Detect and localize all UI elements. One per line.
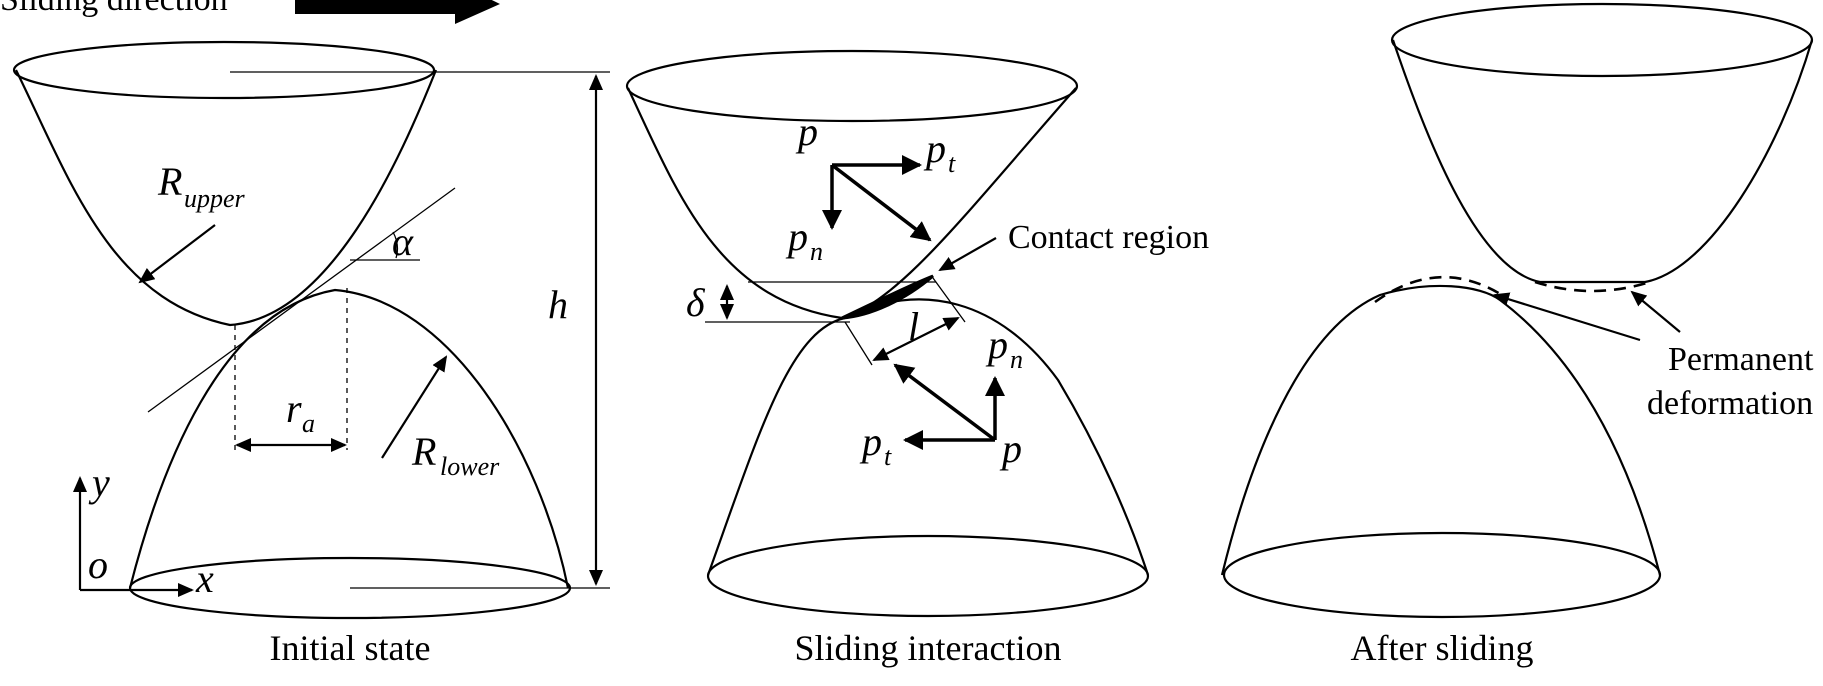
sliding-direction-indicator: Sliding direction — [0, 0, 500, 24]
lower-body-base-ellipse-2 — [706, 534, 1150, 618]
caption-after-sliding: After sliding — [1351, 628, 1534, 668]
alpha-arc — [392, 231, 399, 259]
panel-sliding-interaction: δ l p p t p n Contact region p n p t p S… — [625, 49, 1209, 668]
panel-initial-state: α R upper R lower r a h y o x Initial st… — [12, 40, 610, 668]
l-extension-right — [932, 277, 966, 323]
lower-p-symbol: p — [999, 426, 1022, 471]
deformation-pointer-lower — [1493, 292, 1641, 342]
lower-body-base-ellipse-3 — [1222, 531, 1662, 619]
ra-symbol: r — [286, 386, 302, 431]
x-axis-label: x — [195, 556, 214, 601]
upper-body-profile-3 — [1391, 39, 1814, 284]
sliding-direction-label: Sliding direction — [0, 0, 228, 18]
sliding-direction-arrow — [295, 0, 500, 24]
lower-pt-symbol: p — [859, 419, 882, 464]
contact-region-shape — [841, 274, 934, 320]
upper-pn-symbol: p — [785, 214, 808, 259]
lower-pt-subscript: t — [884, 442, 892, 471]
contact-region-label: Contact region — [1008, 219, 1209, 256]
panel-after-sliding: Permanent deformation After sliding — [1220, 2, 1814, 668]
delta-symbol: δ — [686, 280, 706, 325]
upper-pt-subscript: t — [948, 149, 956, 178]
upper-body-top-ellipse-3 — [1390, 2, 1814, 78]
upper-body-profile — [15, 69, 438, 327]
ra-subscript: a — [302, 409, 315, 438]
upper-p-resultant-arrow — [830, 163, 932, 242]
l-dimension-arrow — [872, 317, 960, 361]
caption-sliding-interaction: Sliding interaction — [795, 628, 1062, 668]
upper-pt-symbol: p — [923, 126, 946, 171]
lower-pn-subscript: n — [1010, 345, 1023, 374]
l-symbol: l — [908, 304, 919, 349]
tangent-line — [147, 187, 456, 413]
r-lower-subscript: lower — [440, 452, 500, 481]
upper-deformation-dashed — [1534, 280, 1651, 293]
deformation-pointer-upper — [1630, 290, 1681, 333]
l-extension-left — [844, 321, 873, 366]
upper-body-top-ellipse — [12, 40, 436, 100]
r-lower-arrow — [381, 355, 448, 459]
lower-pn-symbol: p — [985, 322, 1008, 367]
r-upper-arrow — [138, 224, 216, 284]
lower-body-profile-3 — [1220, 284, 1662, 576]
lower-body-profile — [128, 288, 570, 589]
r-lower-symbol: R — [411, 429, 436, 474]
r-upper-symbol: R — [157, 159, 182, 204]
h-symbol: h — [548, 282, 568, 327]
alpha-symbol: α — [392, 219, 414, 264]
lower-body-profile-2 — [706, 298, 1150, 576]
upper-p-symbol: p — [795, 109, 818, 154]
upper-pn-subscript: n — [810, 237, 823, 266]
lower-p-resultant-arrow — [893, 363, 997, 442]
upper-body-top-ellipse-2 — [625, 49, 1079, 123]
permanent-label: Permanent — [1668, 341, 1814, 378]
y-axis-label: y — [88, 460, 110, 505]
lower-deformation-dashed — [1374, 275, 1506, 304]
contact-region-pointer — [938, 237, 997, 271]
deformation-label: deformation — [1647, 385, 1813, 422]
origin-label: o — [88, 542, 108, 587]
r-upper-subscript: upper — [184, 184, 246, 213]
caption-initial-state: Initial state — [270, 628, 431, 668]
